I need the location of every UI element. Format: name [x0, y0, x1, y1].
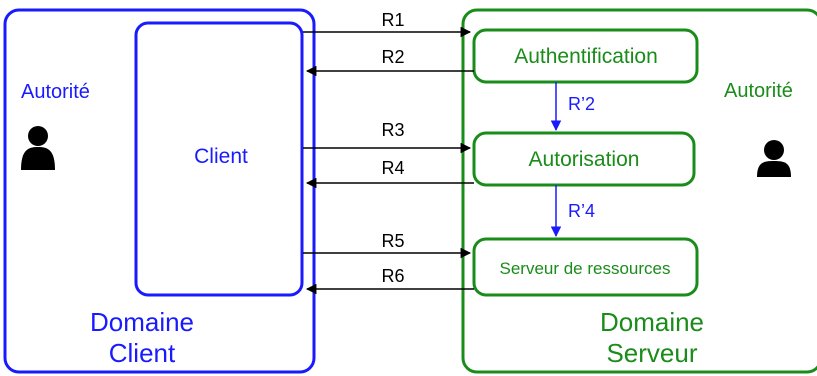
authorization-box	[472, 131, 696, 187]
server-domain-title-line1: Domaine	[600, 307, 704, 337]
client-domain-box	[3, 8, 316, 374]
client-authority-label: Autorité	[21, 81, 90, 103]
label-r4: R4	[381, 158, 404, 178]
user-icon	[21, 126, 55, 170]
client-label: Client	[194, 145, 248, 168]
server-authority-label: Autorité	[724, 80, 793, 102]
server-domain-title-line2: Serveur	[606, 338, 697, 368]
label-r6: R6	[381, 266, 404, 286]
resource-server-label: Serveur de ressources	[499, 259, 670, 278]
label-r3: R3	[381, 120, 404, 140]
user-icon	[757, 140, 791, 177]
server-domain-box	[461, 8, 817, 374]
resource-server-box	[472, 237, 699, 297]
authentication-label: Authentification	[514, 45, 658, 68]
label-r5: R5	[381, 231, 404, 251]
label-r1: R1	[381, 10, 404, 30]
client-box	[134, 21, 304, 297]
authentication-box	[472, 28, 699, 84]
client-domain-title-line1: Domaine	[90, 307, 194, 337]
label-r2-prime: R’2	[568, 94, 595, 114]
client-domain-title-line2: Client	[109, 338, 176, 368]
label-r4-prime: R’4	[568, 201, 595, 221]
label-r2: R2	[381, 47, 404, 67]
authorization-label: Autorisation	[529, 148, 640, 171]
